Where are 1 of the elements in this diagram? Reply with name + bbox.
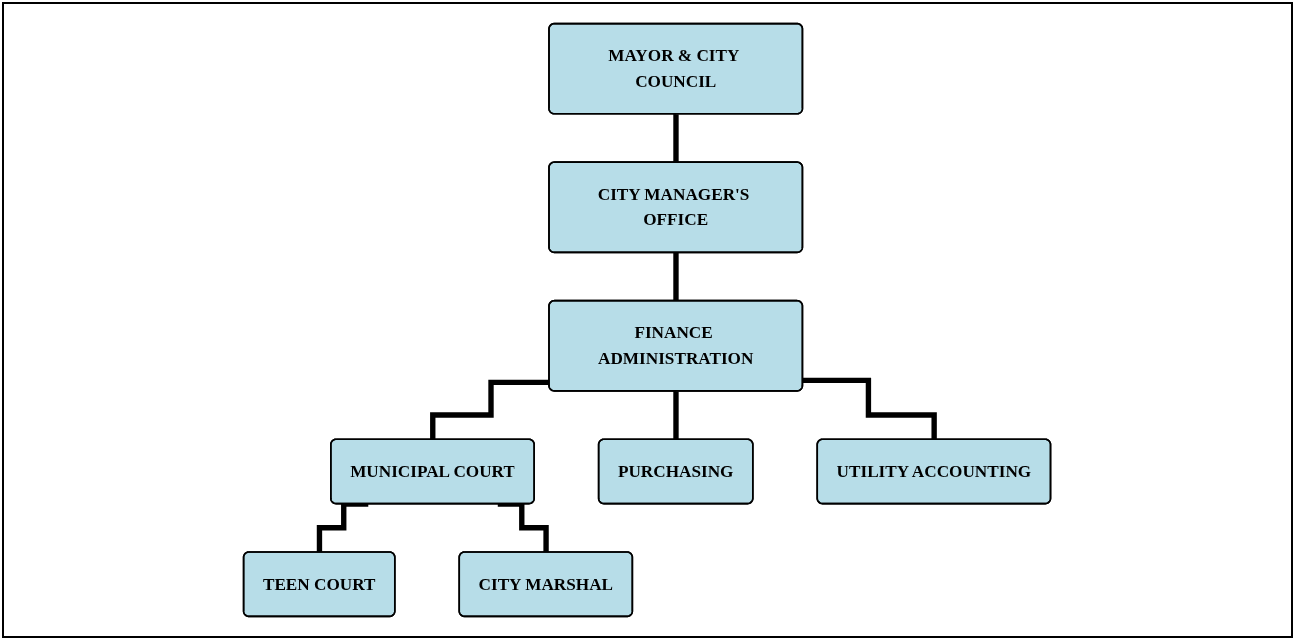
page-frame: MAYOR & CITY COUNCIL CITY MANAGER'S OFFICE FINANCE ADMINISTRATION MUNICIPAL COURT PURCHASING UTILITY ACCOUNTING TEEN COURT CITY MARSHAL xyxy=(2,2,1293,638)
